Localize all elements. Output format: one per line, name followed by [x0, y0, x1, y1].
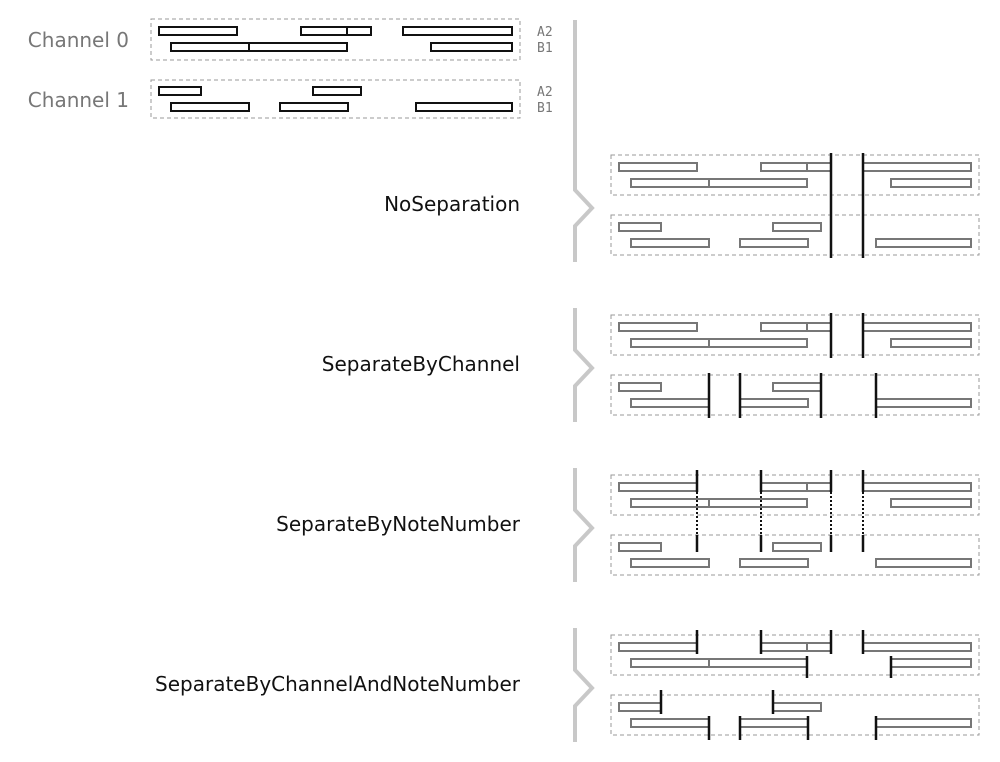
note-bar	[346, 26, 372, 36]
split-link-lines	[696, 492, 864, 535]
split-lines	[829, 153, 865, 258]
brace-icon	[573, 628, 595, 742]
channel-0-note-a2: A2	[537, 25, 553, 40]
channel-boxes	[610, 314, 980, 416]
split-lines	[659, 630, 893, 740]
mode-separate-by-note-number: SeparateByNoteNumber	[276, 468, 980, 582]
mode-label-separate-by-channel: SeparateByChannel	[322, 352, 520, 376]
note-bar	[300, 26, 348, 36]
note-bar	[279, 102, 349, 112]
mode-label-separate-by-channel-and-note-number: SeparateByChannelAndNoteNumber	[155, 672, 521, 696]
note-bars	[618, 322, 972, 408]
lane-boxes	[610, 634, 980, 736]
note-bar	[312, 86, 362, 96]
channel-0-note-b1: B1	[537, 41, 553, 56]
note-bar	[170, 42, 250, 52]
note-bars	[618, 482, 972, 568]
brace-icon	[573, 308, 595, 422]
note-bar	[430, 42, 513, 52]
note-bar	[158, 86, 202, 96]
mode-separate-by-channel-and-note-number: SeparateByChannelAndNoteNumber	[155, 628, 980, 742]
note-bars	[618, 162, 972, 248]
note-bar	[415, 102, 513, 112]
channel-0-label: Channel 0	[28, 28, 129, 52]
split-lines	[695, 470, 865, 552]
brace-icon	[573, 20, 595, 262]
brace-icon	[573, 468, 595, 582]
note-lane-boxes	[610, 474, 980, 576]
mode-label-separate-by-note-number: SeparateByNoteNumber	[276, 512, 521, 536]
channel-boxes	[610, 154, 980, 256]
mode-no-separation: NoSeparation	[384, 20, 980, 262]
note-bar	[170, 102, 250, 112]
note-bar	[402, 26, 513, 36]
channel-0-box	[150, 18, 521, 61]
split-lines	[707, 313, 878, 418]
channel-0-notes	[158, 26, 513, 52]
mode-separate-by-channel: SeparateByChannel	[322, 308, 980, 422]
mode-label-no-separation: NoSeparation	[384, 192, 520, 216]
channel-1-note-a2: A2	[537, 85, 553, 100]
channel-1-notes	[158, 86, 513, 112]
note-bar	[158, 26, 238, 36]
channel-1-note-b1: B1	[537, 101, 553, 116]
note-bars	[618, 642, 972, 728]
channel-1-box	[150, 79, 521, 119]
input-channels: Channel 0 A2 B1 Channel 1 A2 B1	[28, 18, 553, 119]
note-bar	[248, 42, 348, 52]
channel-1-label: Channel 1	[28, 88, 129, 112]
